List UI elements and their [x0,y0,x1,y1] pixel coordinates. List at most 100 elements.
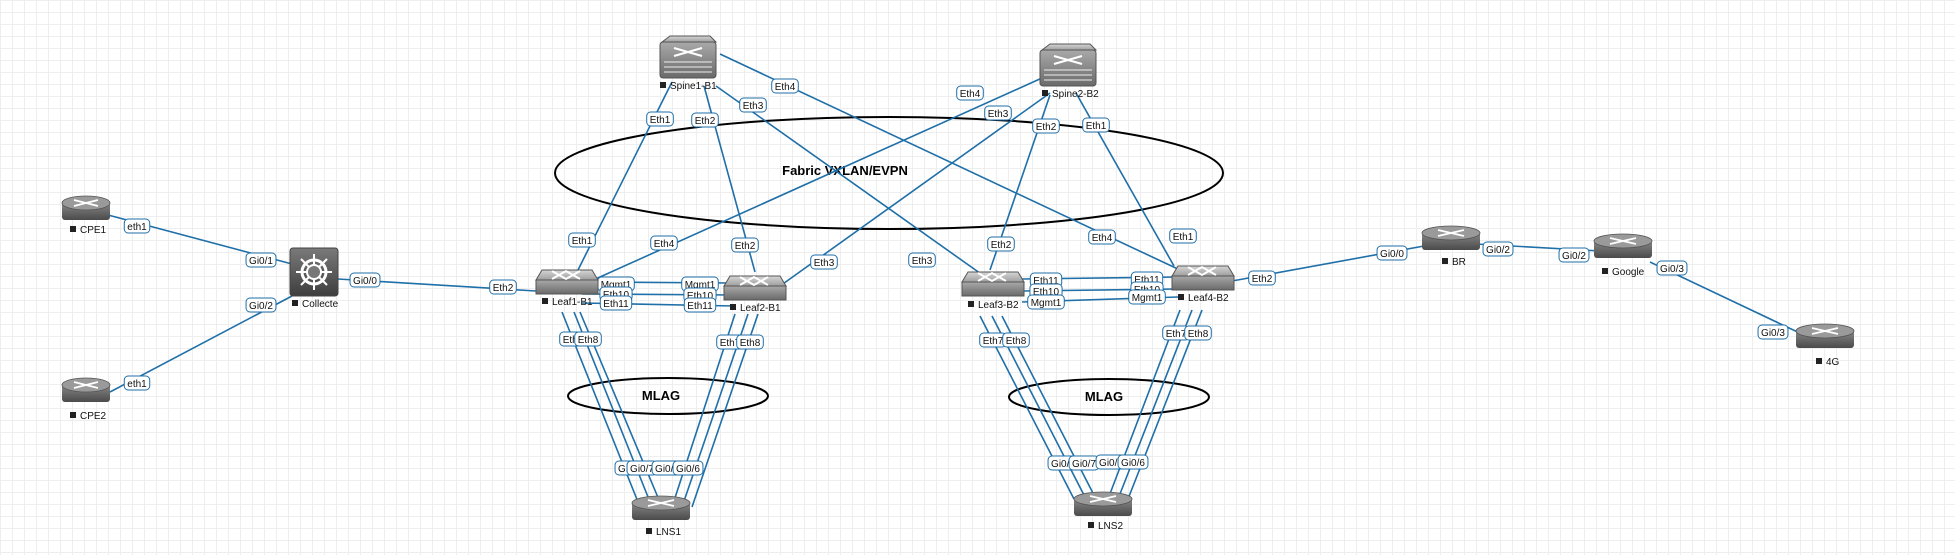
port-label-spine1-leaf4-a: Eth4 [771,78,799,94]
svg-text:Eth7: Eth7 [563,335,584,346]
node-leaf2-label: Leaf2-B1 [740,303,781,314]
fabric-group: Fabric VXLAN/EVPN [554,116,1224,230]
node-lns2-label: LNS2 [1098,521,1123,532]
svg-text:Eth11: Eth11 [1134,275,1160,286]
node-leaf4-label: Leaf4-B2 [1188,293,1229,304]
port-label-leaf3-lns2-b-a: Eth8 [1002,332,1030,348]
port-label-cpe2-collect-a: eth1 [123,375,151,391]
link-spine2-leaf1[interactable] [579,77,1043,287]
switch-icon [723,275,787,301]
node-spine2-label: Spine2-B2 [1052,89,1099,100]
svg-text:Eth7: Eth7 [720,338,741,349]
router-icon [1795,323,1855,348]
node-google[interactable]: Google [1593,233,1653,278]
port-label-leaf4-br-a: Eth2 [1248,270,1276,286]
svg-text:Eth3: Eth3 [743,101,764,112]
router-icon [1073,491,1133,516]
svg-text:Eth2: Eth2 [991,240,1012,251]
port-label-spine1-leaf3-b: Eth3 [908,252,936,268]
nodes-layer: Spine1-B1 Spine2-B2 Leaf1-B1 [61,35,1855,538]
node-4g-label: 4G [1826,357,1840,368]
port-label-leaf1-leaf2-11-a: Eth11 [599,295,633,311]
gateway-icon [289,247,339,297]
svg-text:Gi0/6: Gi0/6 [1121,458,1145,469]
node-4g[interactable]: 4G [1795,323,1855,368]
svg-text:Gi0/7: Gi0/7 [1072,459,1096,470]
node-leaf4[interactable]: Leaf4-B2 [1171,265,1235,304]
port-label-leaf3-leaf4-m-a: Mgmt1 [1027,294,1065,310]
mlag-group-2: MLAG [1008,378,1210,416]
port-label-leaf4-br-b: Gi0/0 [1376,245,1408,261]
svg-text:Mgmt1: Mgmt1 [601,280,632,291]
svg-text:Gi0/0: Gi0/0 [1380,249,1404,260]
router-icon [61,195,111,220]
port-label-spine2-leaf2-b: Eth3 [810,254,838,270]
router-icon [1421,225,1481,250]
node-lns1[interactable]: LNS1 [631,495,691,538]
svg-text:Gi0/6: Gi0/6 [655,464,679,475]
svg-text:Gi0/6: Gi0/6 [676,464,700,475]
port-label-spine2-leaf4-a: Eth1 [1082,117,1110,133]
node-collecte-label: Collecte [302,299,339,310]
router-icon [631,495,691,520]
port-label-cpe1-collect-a: eth1 [123,218,151,234]
svg-text:Mgmt1: Mgmt1 [1031,298,1062,309]
svg-text:Eth2: Eth2 [695,116,716,127]
node-leaf1[interactable]: Leaf1-B1 [535,269,599,308]
node-leaf3-label: Leaf3-B2 [978,300,1019,311]
port-label-spine1-leaf4-b: Eth4 [1088,229,1116,245]
svg-text:eth1: eth1 [127,222,147,233]
port-label-leaf2-lns1-b-a: Eth8 [736,334,764,350]
node-lns1-label: LNS1 [656,527,681,538]
svg-text:Gi0/3: Gi0/3 [1660,264,1684,275]
svg-text:Eth1: Eth1 [572,236,593,247]
port-label-spine1-leaf2-a: Eth2 [691,112,719,128]
svg-text:Eth8: Eth8 [1188,329,1209,340]
port-label-cpe2-collect-b: Gi0/2 [245,297,277,313]
switch-icon [961,271,1025,297]
svg-text:Eth4: Eth4 [960,89,981,100]
port-label-spine1-leaf2-b: Eth2 [731,237,759,253]
port-label-leaf3-lns2-b-b: Gi0/7 [1068,455,1100,471]
node-spine1-label: Spine1-B1 [670,81,717,92]
svg-text:Eth4: Eth4 [775,82,796,93]
port-label-leaf1-leaf2-11-b: Eth11 [683,297,717,313]
svg-text:Gi0/0: Gi0/0 [353,276,377,287]
node-cpe2[interactable]: CPE2 [61,377,111,422]
port-label-spine2-leaf3-a: Eth2 [1032,118,1060,134]
svg-text:Eth8: Eth8 [740,338,761,349]
svg-text:Gi0/2: Gi0/2 [1562,251,1586,262]
spine-switch-icon [659,35,718,79]
link-spine2-leaf2[interactable] [779,92,1051,287]
link-spine1-leaf3[interactable] [715,85,985,277]
node-cpe1[interactable]: CPE1 [61,195,111,236]
svg-text:Eth8: Eth8 [1006,336,1027,347]
svg-text:Eth3: Eth3 [912,256,933,267]
node-leaf3[interactable]: Leaf3-B2 [961,271,1025,311]
svg-text:Eth11: Eth11 [1033,276,1059,287]
svg-text:Eth7: Eth7 [983,336,1004,347]
svg-text:Gi0/7: Gi0/7 [630,464,654,475]
node-lns2[interactable]: LNS2 [1073,491,1133,532]
svg-text:Gi0/3: Gi0/3 [1761,328,1785,339]
fabric-group-label: Fabric VXLAN/EVPN [782,163,908,178]
node-br[interactable]: BR [1421,225,1481,268]
port-label-leaf4-lns2-b-a: Eth8 [1184,325,1212,341]
svg-text:Eth1: Eth1 [650,115,671,126]
svg-text:Eth2: Eth2 [1252,274,1273,285]
svg-text:Eth2: Eth2 [735,241,756,252]
node-spine2[interactable]: Spine2-B2 [1039,43,1099,100]
svg-text:Eth11: Eth11 [687,301,713,312]
svg-text:Eth1: Eth1 [1173,232,1194,243]
port-label-spine2-leaf1-a: Eth4 [956,85,984,101]
node-collecte[interactable]: Collecte [289,247,339,310]
node-leaf1-label: Leaf1-B1 [552,297,593,308]
port-label-leaf4-lns2-b-b: Gi0/6 [1117,454,1149,470]
router-icon [61,377,111,402]
svg-text:Eth11: Eth11 [603,299,629,310]
node-leaf2[interactable]: Leaf2-B1 [723,275,787,314]
svg-text:Eth2: Eth2 [493,283,514,294]
node-spine1[interactable]: Spine1-B1 [659,35,718,92]
port-label-collect-leaf1-b: Eth2 [489,279,517,295]
